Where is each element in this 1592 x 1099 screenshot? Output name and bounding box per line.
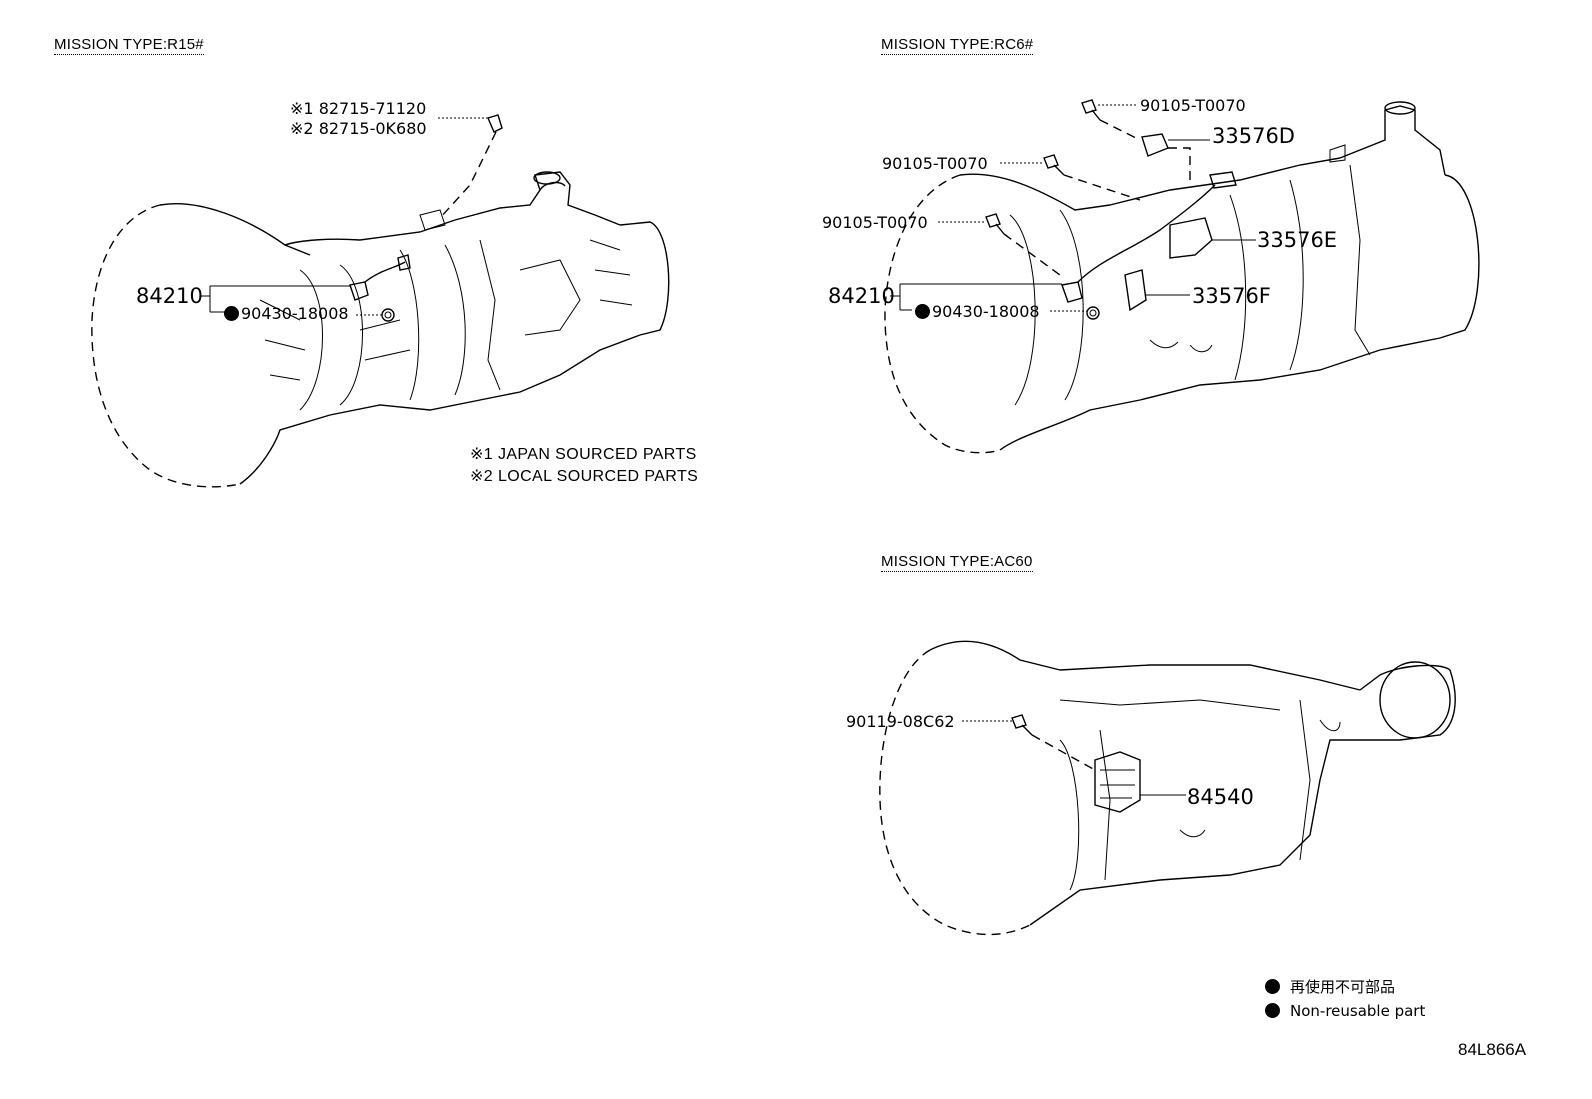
r15-sensor-callout: 84210 xyxy=(136,284,203,308)
rc6-bracket-f-callout: 33576F xyxy=(1192,284,1271,308)
r15-bellhousing-outline xyxy=(91,204,241,488)
diagram-code: 84L866A xyxy=(1458,1040,1527,1059)
ac60-bolt-callout: 90119-08C62 xyxy=(846,712,955,731)
r15-section-title: MISSION TYPE:R15# xyxy=(54,36,204,55)
rc6-bolt-low-callout: 90105-T0070 xyxy=(822,213,928,232)
rc6-section-title: MISSION TYPE:RC6# xyxy=(881,36,1034,55)
non-reusable-mark-icon xyxy=(1265,979,1280,994)
non-reusable-mark-icon xyxy=(1265,1003,1280,1018)
non-reusable-mark-icon xyxy=(224,306,239,321)
japan-sourced-note: ※1 JAPAN SOURCED PARTS xyxy=(470,446,697,463)
r15-local-part-callout: ※2 82715-0K680 xyxy=(290,119,427,138)
rc6-bolt-mid-callout: 90105-T0070 xyxy=(882,154,988,173)
rc6-gasket-callout: 90430-18008 xyxy=(915,302,1040,321)
rc6-transmission-drawing xyxy=(884,99,1480,454)
r15-japan-part-callout: ※1 82715-71120 xyxy=(290,99,427,118)
r15-gasket-callout: 90430-18008 xyxy=(224,304,349,323)
legend-japanese: 再使用不可部品 xyxy=(1265,976,1395,997)
r15-transmission-drawing xyxy=(91,114,670,488)
rc6-bracket-e-callout: 33576E xyxy=(1257,228,1338,252)
ac60-section-title: MISSION TYPE:AC60 xyxy=(881,553,1033,572)
rc6-bolt-top-callout: 90105-T0070 xyxy=(1140,96,1246,115)
rc6-bracket-d-callout: 33576D xyxy=(1212,124,1295,148)
legend-english: Non-reusable part xyxy=(1265,1002,1425,1020)
ac60-switch-callout: 84540 xyxy=(1187,785,1254,809)
rc6-sensor-callout: 84210 xyxy=(828,284,895,308)
non-reusable-mark-icon xyxy=(915,304,930,319)
ac60-transmission-drawing xyxy=(879,640,1456,936)
local-sourced-note: ※2 LOCAL SOURCED PARTS xyxy=(470,468,699,485)
